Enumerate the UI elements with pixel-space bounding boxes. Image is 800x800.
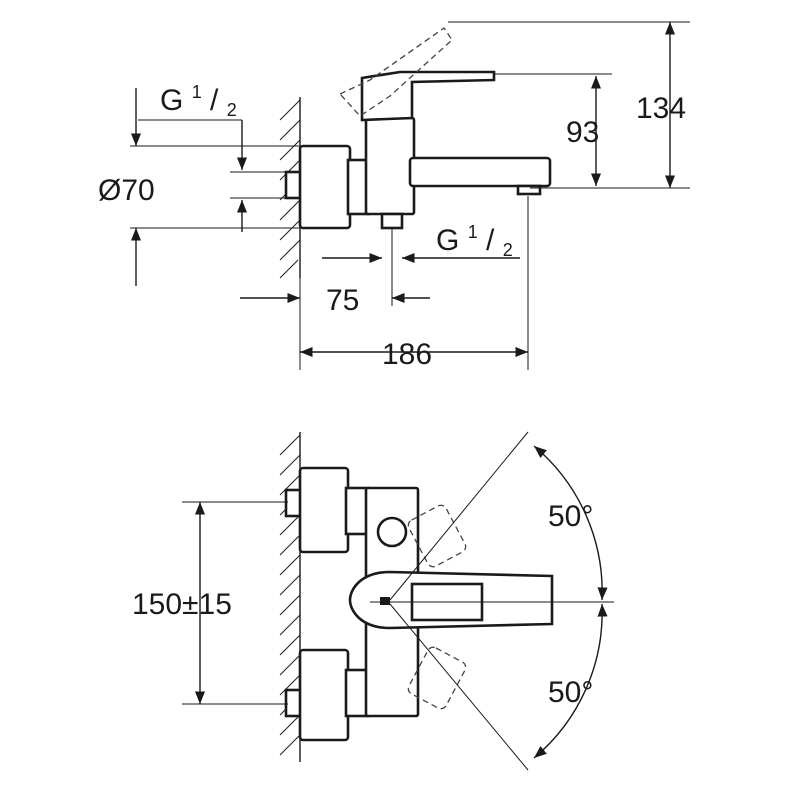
lever-ghost-side — [338, 27, 453, 117]
dim-length: 186 — [382, 338, 432, 371]
spout — [408, 156, 552, 188]
escutcheon-upper — [298, 466, 350, 554]
lever-ghost-upper — [407, 504, 467, 568]
dim-height-spout: 93 — [566, 116, 599, 149]
diverter-knob — [376, 516, 408, 548]
dim-height-total: 134 — [636, 92, 686, 125]
temperature-indicator — [380, 597, 390, 605]
escutcheon-lower — [298, 648, 350, 742]
dim-thread-bottom: G 1 / 2 — [436, 212, 513, 260]
angle-lower: 50° — [548, 676, 593, 709]
mixer-body-side — [364, 116, 416, 216]
dim-thread-top: G 1 / 2 — [160, 72, 237, 120]
angle-upper: 50° — [548, 500, 593, 533]
lever-side — [360, 70, 496, 122]
top-view: 50° 50° 150±15 — [132, 431, 614, 771]
side-view: 134 93 G 1 / 2 Ø70 G 1 / 2 — [98, 21, 690, 371]
escutcheon-side — [298, 144, 352, 230]
bottom-outlet — [380, 212, 404, 230]
spout-aerator — [516, 184, 542, 196]
dim-projection: 75 — [326, 284, 359, 317]
lever-ghost-lower — [407, 646, 467, 710]
dim-centers: 150±15 — [132, 588, 232, 621]
dim-diameter: Ø70 — [98, 174, 155, 207]
